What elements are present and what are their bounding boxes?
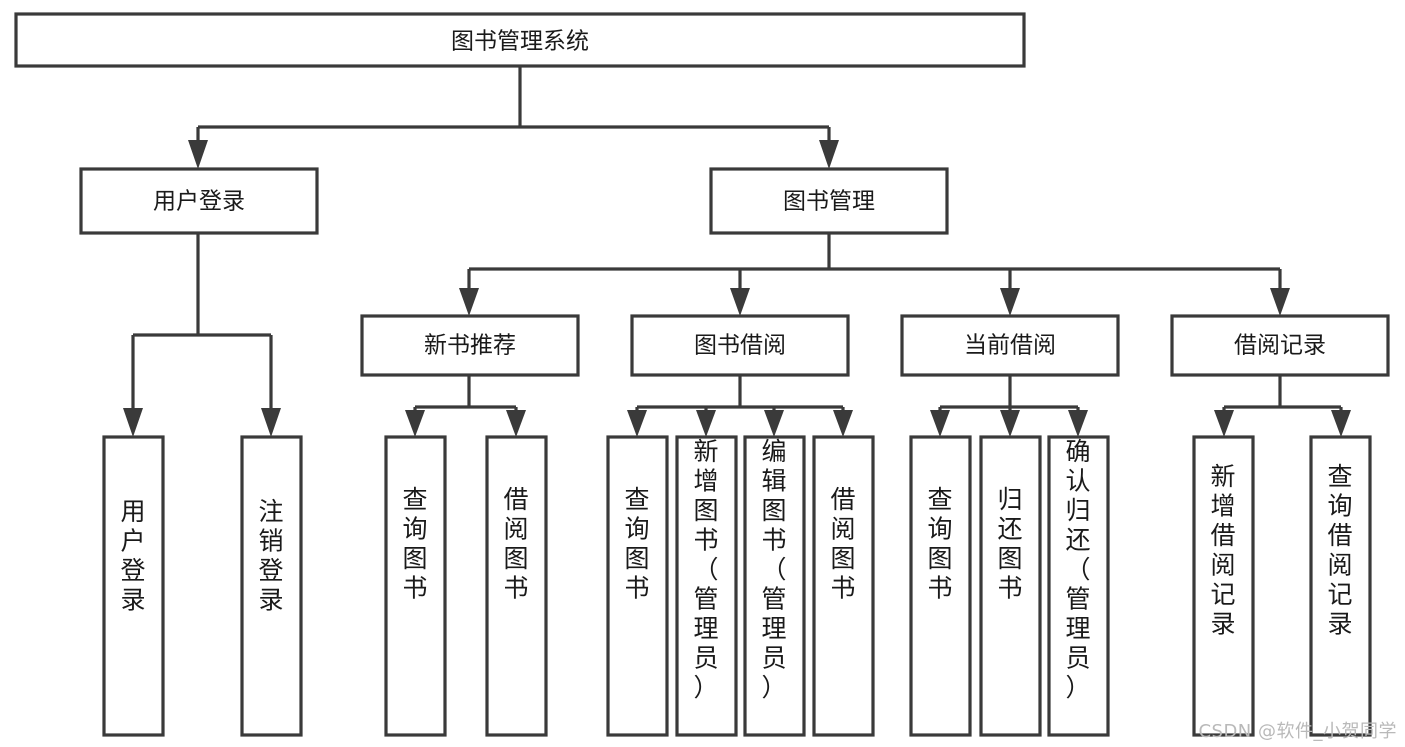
- leaf-logout-label: 注销登录: [258, 497, 283, 615]
- arrowhead-borrow-leaf-2: [696, 410, 716, 437]
- node-new-book-recommend-label: 新书推荐: [424, 333, 516, 359]
- leaf-borrow-do-box[interactable]: [812, 435, 875, 737]
- node-borrow-record-label: 借阅记录: [1234, 333, 1326, 359]
- leaf-node[interactable]: 确认归还（管理员）: [1047, 435, 1110, 737]
- node-book-borrow[interactable]: 图书借阅: [630, 314, 850, 377]
- arrowhead-user-login: [188, 140, 208, 169]
- leaf-newbook-query-box[interactable]: [384, 435, 447, 737]
- arrowhead-leaf-user-login: [123, 408, 143, 437]
- leaf-user-login-label: 用户登录: [120, 497, 145, 615]
- node-borrow-record-box[interactable]: [1170, 314, 1390, 377]
- leaf-record-query-label: 查询借阅记录: [1327, 462, 1352, 639]
- node-current-borrow-box[interactable]: [900, 314, 1120, 377]
- arrowhead-leaf-logout: [261, 408, 281, 437]
- arrowhead-record-leaf-2: [1331, 410, 1351, 437]
- leaf-node[interactable]: 新增图书（管理员）: [675, 435, 738, 737]
- arrowhead-borrow-leaf-1: [627, 410, 647, 437]
- node-root-box[interactable]: [14, 12, 1026, 68]
- arrowhead-newbook-leaf-2: [506, 410, 526, 437]
- leaf-borrow-query-box[interactable]: [606, 435, 669, 737]
- leaf-logout-box[interactable]: [240, 435, 303, 737]
- leaf-node[interactable]: 用户登录: [102, 435, 165, 737]
- node-user-login[interactable]: 用户登录: [79, 167, 319, 235]
- node-user-login-box[interactable]: [79, 167, 319, 235]
- leaf-borrow-edit-box[interactable]: [743, 435, 806, 737]
- leaf-node[interactable]: 借阅图书: [485, 435, 548, 737]
- leaf-node[interactable]: 编辑图书（管理员）: [743, 435, 806, 737]
- arrowhead-newbook-leaf-1: [405, 410, 425, 437]
- node-book-borrow-label: 图书借阅: [694, 333, 786, 359]
- node-book-borrow-box[interactable]: [630, 314, 850, 377]
- leaf-node[interactable]: 注销登录: [240, 435, 303, 737]
- leaf-current-return-box[interactable]: [979, 435, 1042, 737]
- leaf-current-query-box[interactable]: [909, 435, 972, 737]
- leaf-current-confirm-box[interactable]: [1047, 435, 1110, 737]
- leaf-node[interactable]: 查询图书: [909, 435, 972, 737]
- leaf-newbook-borrow-box[interactable]: [485, 435, 548, 737]
- leaf-borrow-add-label: 新增图书（管理员）: [693, 437, 718, 702]
- leaf-newbook-borrow-label: 借阅图书: [503, 485, 528, 603]
- node-current-borrow-label: 当前借阅: [964, 333, 1056, 359]
- arrowhead-current-leaf-2: [1000, 410, 1020, 437]
- node-book-management-label: 图书管理: [783, 189, 875, 215]
- arrowhead-current-leaf-1: [930, 410, 950, 437]
- arrowhead-borrow-leaf-3: [764, 410, 784, 437]
- leaf-record-query-box[interactable]: [1309, 435, 1372, 737]
- leaf-borrow-query-label: 查询图书: [624, 485, 649, 603]
- leaf-current-confirm-label: 确认归还（管理员）: [1065, 437, 1090, 702]
- leaf-user-login-box[interactable]: [102, 435, 165, 737]
- arrowhead-record-leaf-1: [1214, 410, 1234, 437]
- leaf-borrow-add-box[interactable]: [675, 435, 738, 737]
- leaf-record-add-box[interactable]: [1192, 435, 1255, 737]
- arrowhead-current-borrow: [1000, 288, 1020, 316]
- arrowhead-borrow-record: [1270, 288, 1290, 316]
- arrowhead-borrow-leaf-4: [833, 410, 853, 437]
- node-current-borrow[interactable]: 当前借阅: [900, 314, 1120, 377]
- arrowhead-book-borrow: [730, 288, 750, 316]
- leaf-node[interactable]: 查询借阅记录: [1309, 435, 1372, 737]
- leaf-borrow-do-label: 借阅图书: [830, 485, 855, 603]
- node-borrow-record[interactable]: 借阅记录: [1170, 314, 1390, 377]
- leaf-node[interactable]: 新增借阅记录: [1192, 435, 1255, 737]
- arrowhead-current-leaf-3: [1068, 410, 1088, 437]
- leaf-newbook-query-label: 查询图书: [402, 485, 427, 603]
- leaf-borrow-edit-label: 编辑图书（管理员）: [761, 437, 786, 702]
- node-user-login-label: 用户登录: [153, 189, 245, 215]
- node-book-management[interactable]: 图书管理: [709, 167, 949, 235]
- node-book-management-box[interactable]: [709, 167, 949, 235]
- arrowhead-book-mgmt: [819, 140, 839, 169]
- arrowhead-new-book-rec: [459, 288, 479, 316]
- leaf-node[interactable]: 查询图书: [606, 435, 669, 737]
- leaf-current-query-label: 查询图书: [927, 485, 952, 603]
- node-new-book-recommend[interactable]: 新书推荐: [360, 314, 580, 377]
- leaf-node[interactable]: 借阅图书: [812, 435, 875, 737]
- node-root-system[interactable]: 图书管理系统: [14, 12, 1026, 68]
- leaf-node[interactable]: 查询图书: [384, 435, 447, 737]
- leaf-node[interactable]: 归还图书: [979, 435, 1042, 737]
- connector-layer: [123, 66, 1351, 437]
- leaf-current-return-label: 归还图书: [997, 485, 1022, 603]
- leaf-record-add-label: 新增借阅记录: [1210, 462, 1235, 639]
- node-new-book-recommend-box[interactable]: [360, 314, 580, 377]
- node-root-label: 图书管理系统: [451, 29, 589, 55]
